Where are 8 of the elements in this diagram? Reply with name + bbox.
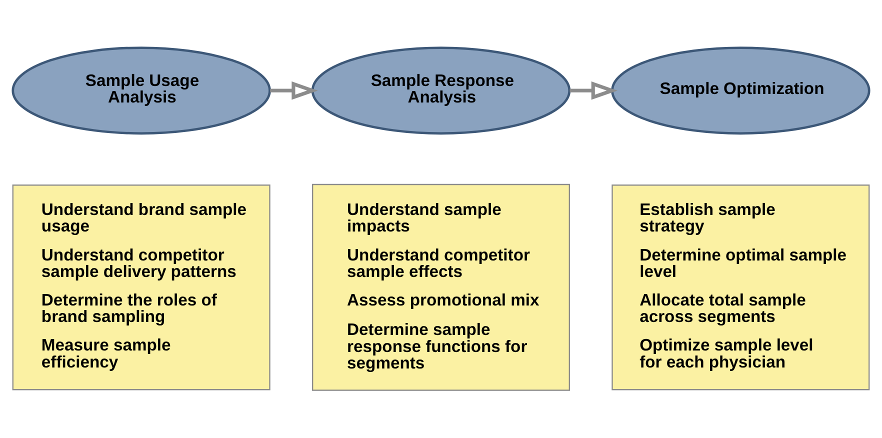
node-ellipse: Sample Usage Analysis xyxy=(12,46,271,135)
node-box: Establish sample strategy Determine optimal sample level Allocate total sample across segments Optimize sample level for each physician xyxy=(612,184,870,390)
node-box: Understand sample impacts Understand competitor sample effects Assess promotional mix Determine sample response functions for segments xyxy=(312,184,570,391)
node-box: Understand brand sample usage Understand competitor sample delivery patterns Determine the roles of brand sampling Measure sample efficiency xyxy=(12,184,270,390)
node-ellipse: Sample Response Analysis xyxy=(311,46,571,135)
arrow xyxy=(570,81,618,100)
node-ellipse: Sample Optimization xyxy=(611,46,870,135)
arrow xyxy=(270,81,318,100)
